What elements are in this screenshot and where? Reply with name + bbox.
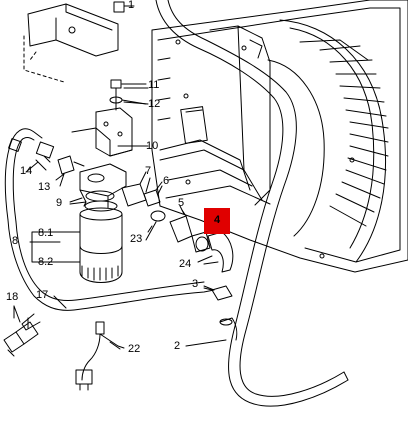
elbow-24 (203, 231, 234, 273)
fitting-14 (35, 141, 55, 171)
callout-8: 8 (12, 235, 19, 247)
bolt-11 (110, 79, 147, 111)
oring-23 (147, 210, 166, 233)
filter-bracket-10 (71, 107, 147, 157)
leader-lines (13, 87, 227, 350)
callout-22: 22 (128, 343, 141, 355)
engine-housing (151, 0, 408, 273)
callout-14: 14 (20, 165, 33, 177)
callout-8-2: 8.2 (38, 256, 54, 268)
hose-clamp-3 (203, 285, 233, 301)
fitting-6 (143, 185, 163, 207)
callout-24: 24 (179, 258, 192, 270)
callout-5: 5 (178, 197, 185, 209)
callout-6: 6 (163, 175, 170, 187)
callout-7: 7 (145, 165, 152, 177)
callout-10: 10 (146, 140, 159, 152)
callout-9: 9 (56, 197, 63, 209)
callout-18: 18 (6, 291, 19, 303)
mounting-bracket-top (27, 1, 135, 57)
callout-11: 11 (148, 79, 160, 91)
callout-3: 3 (192, 278, 199, 290)
callout-13: 13 (38, 181, 51, 193)
fitting-4 (191, 231, 211, 253)
dashed-guide-1 (23, 35, 65, 83)
sensor-22 (75, 321, 125, 391)
callout-17: 17 (36, 289, 49, 301)
hose-2 (155, 0, 349, 407)
callout-12: 12 (148, 98, 161, 110)
fuel-filter-8 (29, 200, 123, 283)
callout-1: 1 (128, 0, 135, 11)
callout-2: 2 (174, 340, 181, 352)
callout-4-label: 4 (213, 214, 221, 226)
sensor-18 (3, 305, 39, 357)
callout-4-highlighted: 4 (204, 208, 230, 234)
callout-23: 23 (130, 233, 143, 245)
callout-8-1: 8.1 (38, 227, 54, 239)
pipe-end (219, 317, 238, 341)
filter-head-9 (69, 163, 127, 209)
fitting-13 (55, 155, 85, 181)
fitting-5 (169, 209, 193, 243)
